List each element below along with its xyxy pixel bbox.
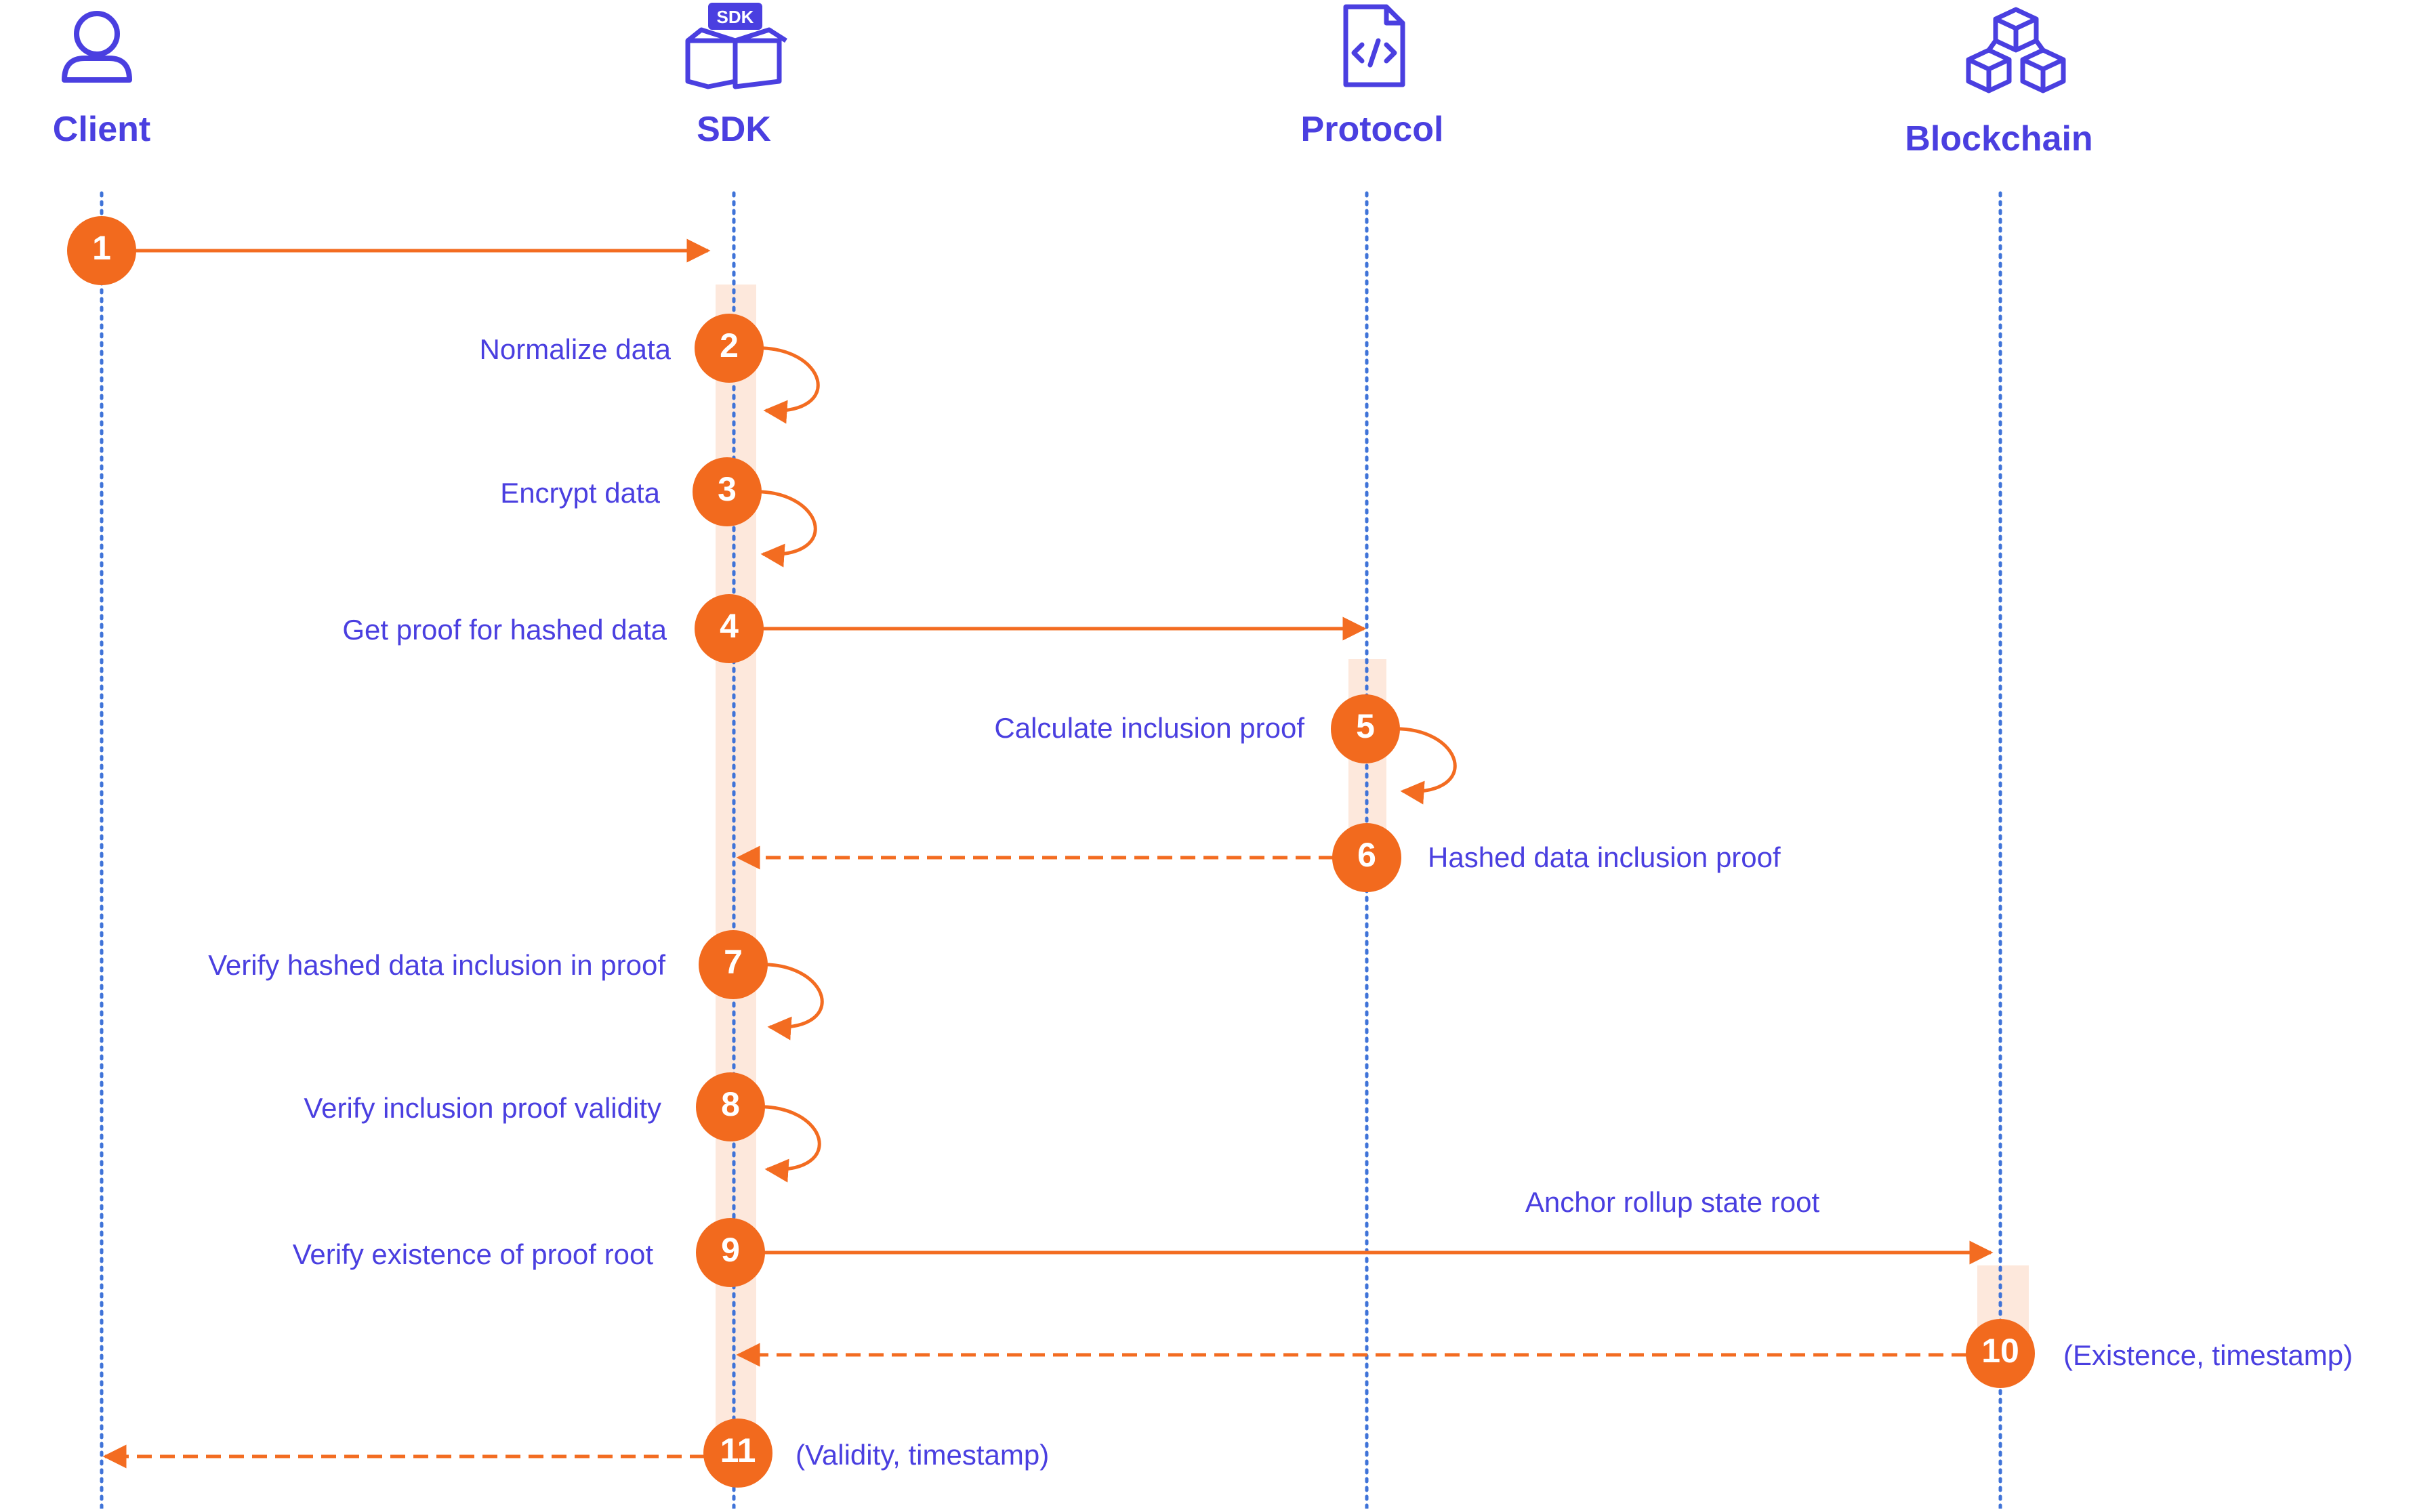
actor-label-client: Client bbox=[53, 110, 150, 149]
step-3-badge bbox=[693, 457, 762, 526]
step-1-badge bbox=[67, 216, 136, 285]
step-2-arrow bbox=[751, 346, 820, 424]
actor-label-protocol: Protocol bbox=[1301, 110, 1444, 149]
step-8-arrow bbox=[753, 1105, 821, 1183]
step-5-badge bbox=[1331, 694, 1400, 763]
step-9-badge bbox=[696, 1218, 765, 1287]
step-7-arrow bbox=[756, 963, 824, 1041]
step-3-label: Encrypt data bbox=[500, 477, 660, 509]
step-2-badge bbox=[695, 314, 764, 383]
step-6-label: Hashed data inclusion proof bbox=[1428, 841, 1781, 873]
cubes-icon bbox=[1966, 7, 2066, 93]
step-11-label: (Validity, timestamp) bbox=[796, 1439, 1049, 1471]
step-7-label: Verify hashed data inclusion in proof bbox=[208, 949, 665, 981]
step-2-number: 2 bbox=[720, 327, 739, 364]
step-1-number: 1 bbox=[92, 229, 111, 267]
step-7-number: 7 bbox=[724, 943, 743, 981]
step-5-number: 5 bbox=[1356, 707, 1375, 745]
step-3-number: 3 bbox=[718, 470, 737, 508]
step-8-label: Verify inclusion proof validity bbox=[304, 1092, 661, 1124]
step-4-label: Get proof for hashed data bbox=[342, 614, 667, 646]
step-4-badge bbox=[695, 594, 764, 663]
step-11-badge bbox=[703, 1419, 772, 1488]
step-3-arrow bbox=[749, 490, 817, 568]
step-10-number: 10 bbox=[1981, 1332, 2019, 1370]
sdk-box-icon-text: SDK bbox=[717, 7, 754, 27]
step-badges bbox=[67, 216, 2035, 1488]
step-9-arrow-label: Anchor rollup state root bbox=[1525, 1186, 1820, 1218]
step-5-label: Calculate inclusion proof bbox=[994, 712, 1304, 744]
user-icon bbox=[62, 11, 132, 83]
step-9-label: Verify existence of proof root bbox=[293, 1238, 654, 1270]
step-8-number: 8 bbox=[721, 1085, 740, 1123]
step-10-badge bbox=[1966, 1319, 2035, 1388]
step-4-number: 4 bbox=[720, 607, 739, 645]
step-6-number: 6 bbox=[1357, 836, 1376, 874]
sdk-box-icon: SDK bbox=[685, 3, 787, 89]
actor-label-sdk: SDK bbox=[697, 110, 771, 149]
step-2-label: Normalize data bbox=[480, 333, 672, 365]
message-arrows bbox=[102, 238, 1994, 1469]
actor-label-blockchain: Blockchain bbox=[1905, 119, 2092, 159]
step-6-badge bbox=[1332, 823, 1401, 892]
step-8-badge bbox=[696, 1072, 765, 1141]
step-7-badge bbox=[699, 930, 768, 999]
code-file-icon bbox=[1343, 4, 1405, 87]
step-10-label: (Existence, timestamp) bbox=[2063, 1339, 2353, 1371]
lifelines bbox=[100, 191, 2002, 1511]
step-5-arrow bbox=[1388, 727, 1457, 805]
step-11-number: 11 bbox=[720, 1431, 756, 1469]
step-9-number: 9 bbox=[721, 1231, 740, 1269]
